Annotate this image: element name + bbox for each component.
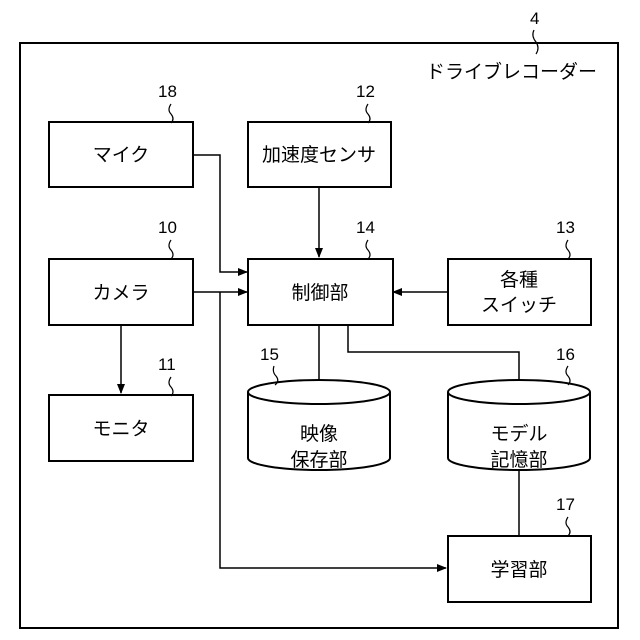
monitor-label: モニタ <box>92 418 149 440</box>
camera-ref-leader <box>169 240 173 259</box>
learning-ref-number: 17 <box>556 495 575 514</box>
mic-ref-number: 18 <box>158 82 177 101</box>
video-storage-label-line2: 保存部 <box>290 449 347 471</box>
learning-unit-label: 学習部 <box>490 559 547 581</box>
monitor-block: モニタ <box>49 395 193 461</box>
switches-label-line1: 各種 <box>500 269 538 291</box>
accel-sensor-block: 加速度センサ <box>248 122 391 187</box>
camera-block: カメラ <box>49 259 193 325</box>
model-storage-label-line2: 記憶部 <box>490 449 547 471</box>
switches-block: 各種 スイッチ <box>448 259 591 325</box>
model-storage-label-line1: モデル <box>490 423 547 445</box>
control-unit-block: 制御部 <box>248 259 393 325</box>
mic-block: マイク <box>49 122 193 187</box>
switches-ref-leader <box>566 240 570 259</box>
switches-label-line2: スイッチ <box>481 294 557 316</box>
accel-sensor-label: 加速度センサ <box>262 144 376 166</box>
control-ref-leader <box>366 240 370 259</box>
model-storage-cylinder: モデル 記憶部 <box>448 380 590 471</box>
accel-ref-leader <box>366 104 370 123</box>
control-ref-number: 14 <box>356 218 375 237</box>
control-unit-label: 制御部 <box>291 282 348 304</box>
switches-ref-number: 13 <box>556 218 575 237</box>
monitor-ref-number: 11 <box>158 355 176 374</box>
video-storage-label-line1: 映像 <box>300 423 338 445</box>
learning-unit-block: 学習部 <box>448 536 591 602</box>
learning-ref-leader <box>566 517 570 536</box>
connector-mic-to-control <box>193 155 247 272</box>
video-storage-cylinder: 映像 保存部 <box>248 380 390 471</box>
accel-ref-number: 12 <box>356 82 375 101</box>
system-ref-number: 4 <box>530 9 539 28</box>
video-storage-ref-number: 15 <box>260 345 279 364</box>
model-storage-ref-number: 16 <box>556 345 575 364</box>
connector-control-to-model-store <box>348 325 519 380</box>
camera-label: カメラ <box>92 282 149 304</box>
system-label: ドライブレコーダー <box>426 60 597 83</box>
mic-label: マイク <box>93 144 150 166</box>
mic-ref-leader <box>169 104 173 123</box>
monitor-ref-leader <box>169 377 173 396</box>
camera-ref-number: 10 <box>158 218 177 237</box>
